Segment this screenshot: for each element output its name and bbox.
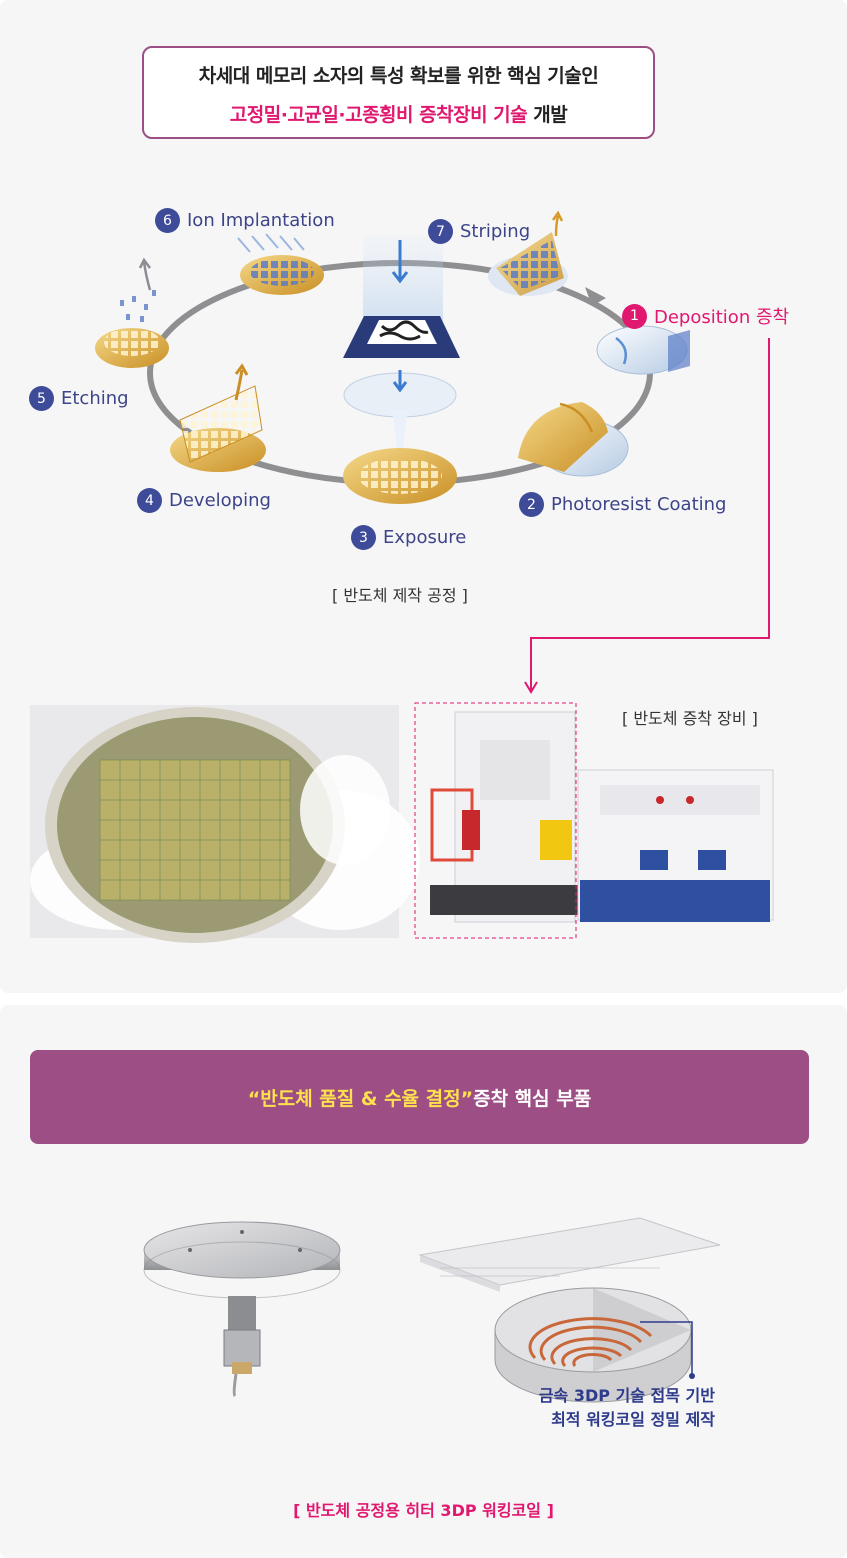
step-label: Photoresist Coating xyxy=(551,494,727,515)
wafer-photo xyxy=(30,705,420,943)
process-cycle-illustration xyxy=(30,210,774,943)
step-number-badge: 2 xyxy=(519,492,544,517)
headline-line-2: 고정밀·고균일·고종횡비 증착장비 기술 개발 xyxy=(144,100,653,127)
step-developing: 4 Developing xyxy=(137,488,271,513)
step-label: Striping xyxy=(460,221,531,242)
coil-callout: 금속 3DP 기술 접목 기반 최적 워킹코일 정밀 제작 xyxy=(505,1384,715,1432)
section-banner: “반도체 품질 & 수율 결정”증착 핵심 부품 xyxy=(30,1050,809,1144)
connector-line xyxy=(530,338,770,690)
coil-callout-line-2: 최적 워킹코일 정밀 제작 xyxy=(551,1410,715,1429)
equipment-highlight-box xyxy=(414,702,577,939)
headline-highlight: 고정밀·고균일·고종횡비 증착장비 기술 xyxy=(229,104,528,126)
step-striping: 7 Striping xyxy=(428,219,530,244)
step-label: Deposition 증착 xyxy=(654,307,790,328)
banner-highlight: “반도체 품질 & 수율 결정” xyxy=(247,1087,474,1110)
step-etching: 5 Etching xyxy=(29,386,129,411)
equipment-caption: [ 반도체 증착 장비 ] xyxy=(622,709,758,728)
heater-caption: [ 반도체 공정용 히터 3DP 워킹코일 ] xyxy=(293,1501,554,1520)
headline-rest: 개발 xyxy=(527,104,568,126)
step-label: Etching xyxy=(61,388,129,409)
step-number-badge: 4 xyxy=(137,488,162,513)
step-label: Exposure xyxy=(383,527,467,548)
step-label: Developing xyxy=(169,490,271,511)
step-number-badge: 1 xyxy=(622,303,647,329)
step-label: Ion Implantation xyxy=(187,210,335,231)
banner-rest: 증착 핵심 부품 xyxy=(473,1087,592,1110)
step-number-badge: 6 xyxy=(155,208,180,233)
step-number-badge: 5 xyxy=(29,386,54,411)
process-caption: [ 반도체 제작 공정 ] xyxy=(332,586,468,605)
headline-line-1: 차세대 메모리 소자의 특성 확보를 위한 핵심 기술인 xyxy=(198,65,599,87)
step-number-badge: 3 xyxy=(351,525,376,550)
step-deposition: 1 Deposition 증착 xyxy=(622,303,789,329)
coil-callout-line-1: 금속 3DP 기술 접목 기반 xyxy=(538,1386,715,1405)
step-photoresist-coating: 2 Photoresist Coating xyxy=(519,492,726,517)
deposition-equipment-photo xyxy=(430,711,774,923)
step-ion-implantation: 6 Ion Implantation xyxy=(155,208,335,233)
headline-box: 차세대 메모리 소자의 특성 확보를 위한 핵심 기술인 고정밀·고균일·고종횡… xyxy=(142,46,655,139)
step-number-badge: 7 xyxy=(428,219,453,244)
step-exposure: 3 Exposure xyxy=(351,525,466,550)
